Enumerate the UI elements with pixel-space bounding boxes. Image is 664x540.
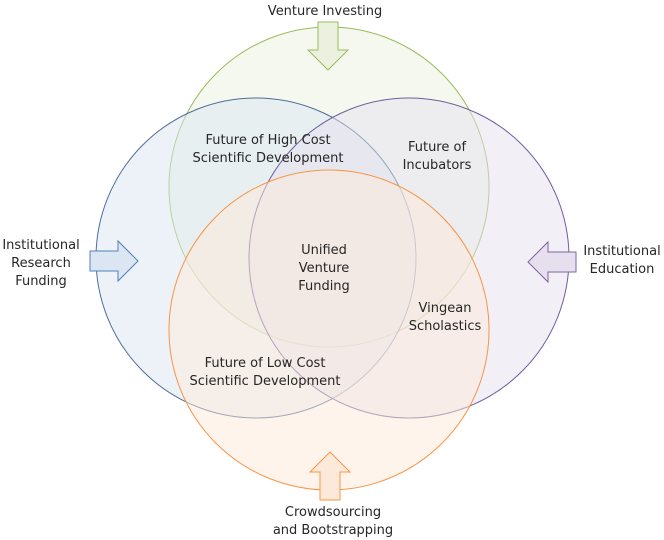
label-line: Funding <box>15 274 67 289</box>
region-line: Future of Low Cost <box>204 356 326 371</box>
region-line: Funding <box>298 279 350 294</box>
region-line: Incubators <box>402 158 472 173</box>
label-line: Education <box>589 262 655 277</box>
region-line: Scientific Development <box>192 151 344 166</box>
arrow-up-icon <box>308 451 352 501</box>
region-vingean-scholastics: Vingean Scholastics <box>409 300 482 336</box>
label-line: Crowdsourcing <box>284 505 382 520</box>
label-line: Research <box>11 256 71 271</box>
region-unified-venture-funding: Unified Venture Funding <box>298 242 350 296</box>
region-line: Venture <box>298 261 350 276</box>
region-line: Scientific Development <box>189 374 341 389</box>
label-line: Institutional <box>2 238 80 253</box>
arrow-left-icon <box>527 240 577 284</box>
region-line: Scholastics <box>408 319 482 334</box>
region-low-cost-scientific-development: Future of Low Cost Scientific Developmen… <box>190 355 341 391</box>
region-future-of-incubators: Future of Incubators <box>403 139 472 175</box>
label-line: Institutional <box>583 244 661 259</box>
label-line: Venture Investing <box>267 4 383 19</box>
label-institutional-education: Institutional Education <box>583 243 660 279</box>
arrow-down-icon <box>306 21 350 71</box>
label-venture-investing: Venture Investing <box>268 3 382 21</box>
arrow-right-icon <box>89 239 139 283</box>
region-line: Unified <box>301 243 347 258</box>
region-line: Future of <box>407 140 467 155</box>
region-line: Vingean <box>418 301 472 316</box>
label-crowdsourcing-bootstrapping: Crowdsourcing and Bootstrapping <box>273 504 393 540</box>
region-line: Future of High Cost <box>205 133 331 148</box>
label-institutional-research-funding: Institutional Research Funding <box>2 237 79 291</box>
label-line: and Bootstrapping <box>272 523 394 538</box>
region-high-cost-scientific-development: Future of High Cost Scientific Developme… <box>193 132 344 168</box>
